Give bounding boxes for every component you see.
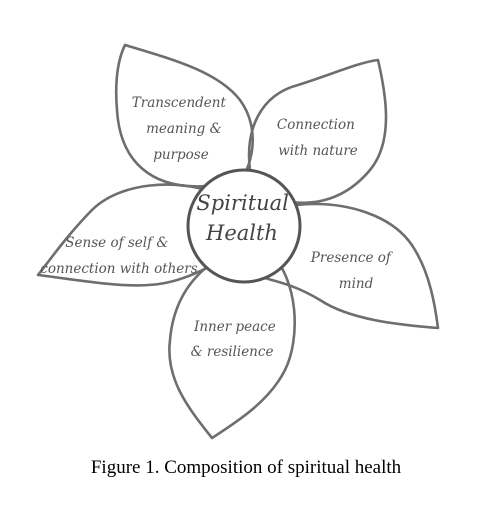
petal-label-presence: Presence of mind [310,250,395,292]
petal-label-line: Sense of self & [65,235,168,251]
petal-label-transcendent: Transcendent meaning & purpose [132,95,230,163]
petal-label-line: Presence of [310,250,393,266]
petal-connection-with-nature [247,58,388,205]
petal-sense-of-self [36,183,221,287]
center-circle [186,168,302,284]
petal-label-line: connection with others [40,261,197,277]
center-label: Spiritual Health [196,191,295,245]
petal-transcendent-meaning [114,43,254,188]
petal-label-line: meaning & [146,121,222,137]
center-label-line: Spiritual [196,191,289,215]
petal-label-line: purpose [153,147,208,163]
petal-label-line: Inner peace [193,319,276,335]
petal-presence-of-mind [264,202,440,330]
petal-label-line: with nature [278,143,358,159]
petal-inner-peace-resilience [168,249,297,440]
petal-label-line: Connection [277,117,355,133]
petal-label-line: Transcendent [132,95,227,111]
petal-label-connection-nature: Connection with nature [277,117,359,159]
figure-caption: Figure 1. Composition of spiritual healt… [90,457,402,478]
center-label-line: Health [205,221,278,245]
petal-label-line: mind [339,276,374,292]
petal-label-inner-peace: Inner peace & resilience [191,319,280,360]
petal-label-sense-of-self: Sense of self & connection with others [40,235,197,277]
petal-label-line: & resilience [191,344,274,360]
